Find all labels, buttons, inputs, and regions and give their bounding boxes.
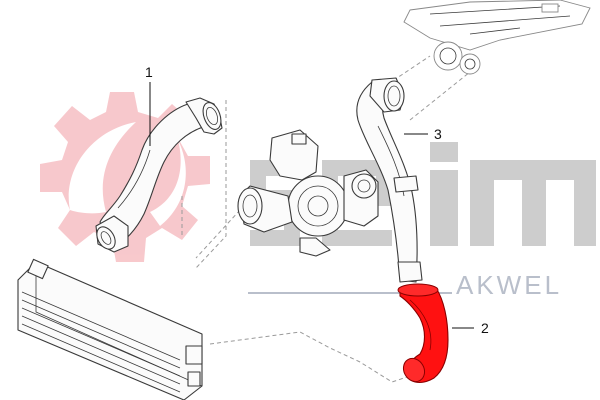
intercooler xyxy=(17,258,203,400)
letter-i-stem xyxy=(430,170,458,246)
part-2-highlighted-hose xyxy=(397,283,449,384)
callout-number-2: 2 xyxy=(481,320,489,336)
part-1-intake-hose xyxy=(95,97,223,253)
letter-m-shape xyxy=(470,160,596,246)
letter-i-dot xyxy=(430,142,458,162)
engine-manifold xyxy=(403,0,591,75)
part-3-long-pipe xyxy=(356,77,423,283)
turbocharger xyxy=(237,129,379,257)
callout-number-1: 1 xyxy=(145,64,153,80)
leader-lines xyxy=(149,82,474,329)
brand-akwel-text: AKWEL xyxy=(456,270,562,300)
callout-number-3: 3 xyxy=(434,126,442,142)
